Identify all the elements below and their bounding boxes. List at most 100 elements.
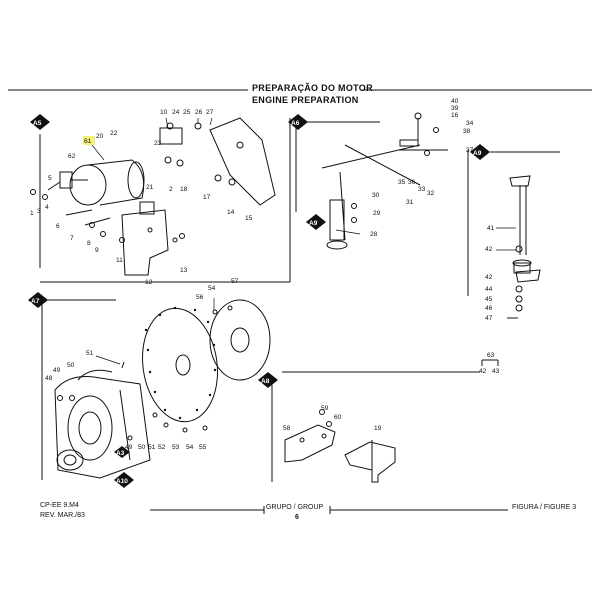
callout-63: 63 [487, 352, 495, 359]
section-tag-a7: A7 [28, 292, 48, 308]
callout-16: 16 [451, 112, 459, 119]
callout-47: 47 [485, 315, 493, 322]
callout-45: 45 [485, 296, 493, 303]
callout-4: 4 [45, 204, 49, 211]
throttle-linkage [321, 112, 448, 250]
callout-48: 48 [45, 375, 53, 382]
callout-20: 20 [96, 133, 104, 140]
section-tag-a9-left: A9 [306, 214, 326, 230]
callout-51-b: 51 [148, 444, 156, 451]
callout-35: 35 [398, 179, 406, 186]
callout-39: 39 [451, 105, 459, 112]
callout-7: 7 [70, 235, 74, 242]
callout-29: 29 [373, 210, 381, 217]
callout-5: 5 [48, 175, 52, 182]
svg-text:A3: A3 [116, 450, 125, 457]
callout-31: 31 [406, 199, 414, 206]
svg-text:A5: A5 [33, 120, 42, 127]
callout-44: 44 [485, 286, 493, 293]
title-portuguese: PREPARAÇÃO DO MOTOR [252, 83, 373, 93]
support-bracket-58 [284, 409, 336, 463]
callout-8: 8 [87, 240, 91, 247]
callout-12: 12 [145, 279, 153, 286]
revision-date: REV. MAR./83 [40, 512, 85, 519]
svg-text:A8: A8 [261, 378, 270, 385]
svg-text:A9: A9 [309, 220, 318, 227]
mounting-bracket [121, 201, 178, 276]
document-code: CP-EE 9.M4 [40, 502, 79, 509]
svg-text:A10: A10 [116, 478, 128, 485]
starter-motor-assembly [30, 159, 145, 226]
group-number: 6 [295, 514, 299, 521]
callout-9: 9 [95, 247, 99, 254]
section-tag-a10: A10 [114, 472, 134, 488]
callout-38: 38 [463, 128, 471, 135]
svg-text:A6: A6 [291, 120, 300, 127]
callout-46: 46 [485, 305, 493, 312]
callout-58: 58 [283, 425, 291, 432]
callout-52: 52 [158, 444, 166, 451]
callout-21: 21 [146, 184, 154, 191]
callout-56: 56 [196, 294, 204, 301]
callout-28: 28 [370, 231, 378, 238]
callout-54-b: 54 [186, 444, 194, 451]
callout-11: 11 [116, 257, 123, 264]
figure-label: FIGURA / FIGURE 3 [512, 504, 577, 511]
svg-text:A9: A9 [473, 150, 482, 157]
callout-37: 37 [466, 147, 474, 154]
svg-text:A7: A7 [31, 298, 40, 305]
callout-15: 15 [245, 215, 253, 222]
callout-24: 24 [172, 109, 180, 116]
callout-53: 53 [172, 444, 180, 451]
callout-40: 40 [451, 98, 459, 105]
callout-59: 59 [321, 405, 329, 412]
callout-42-b: 42 [485, 274, 493, 281]
callout-36: 36 [408, 179, 416, 186]
callout-25: 25 [183, 109, 191, 116]
section-tag-a9-right: A9 [470, 144, 490, 160]
callout-42-c: 42 [479, 368, 487, 375]
callout-1: 1 [30, 210, 34, 217]
gearbox-housing [54, 369, 151, 479]
callout-3: 3 [37, 208, 41, 215]
control-column [507, 175, 541, 319]
callout-22: 22 [110, 130, 118, 137]
section-tag-a8: A8 [258, 372, 278, 388]
callout-33: 33 [418, 186, 426, 193]
callout-10: 10 [160, 109, 168, 116]
callout-41: 41 [487, 225, 495, 232]
callout-50-b: 50 [138, 444, 146, 451]
group-label: GRUPO / GROUP [266, 504, 324, 511]
callout-32: 32 [427, 190, 435, 197]
callout-43: 43 [492, 368, 500, 375]
callout-62: 62 [68, 153, 76, 160]
section-tag-a5: A5 [30, 114, 50, 130]
callout-17: 17 [203, 194, 211, 201]
callout-13: 13 [180, 267, 188, 274]
callout-26: 26 [195, 109, 203, 116]
callout-2: 2 [169, 186, 173, 193]
title-english: ENGINE PREPARATION [252, 95, 359, 105]
callout-27: 27 [206, 109, 214, 116]
callout-54-a: 54 [208, 285, 216, 292]
callout-14: 14 [227, 209, 235, 216]
callout-23: 23 [154, 140, 162, 147]
callout-6: 6 [56, 223, 60, 230]
callout-50-a: 50 [67, 362, 75, 369]
section-tag-a3: A3 [114, 446, 130, 458]
callout-49-b: 49 [125, 444, 133, 451]
section-tag-a6: A6 [288, 114, 308, 130]
callout-55: 55 [199, 444, 207, 451]
highlight-61 [83, 136, 95, 145]
callout-57: 57 [231, 278, 239, 285]
starter-cover [209, 117, 276, 206]
callout-18: 18 [180, 186, 188, 193]
callout-42-a: 42 [485, 246, 493, 253]
flywheel-disc [121, 299, 271, 441]
callout-49-a: 49 [53, 367, 61, 374]
callout-34: 34 [466, 120, 474, 127]
support-bracket-19 [344, 440, 396, 483]
callout-60: 60 [334, 414, 342, 421]
